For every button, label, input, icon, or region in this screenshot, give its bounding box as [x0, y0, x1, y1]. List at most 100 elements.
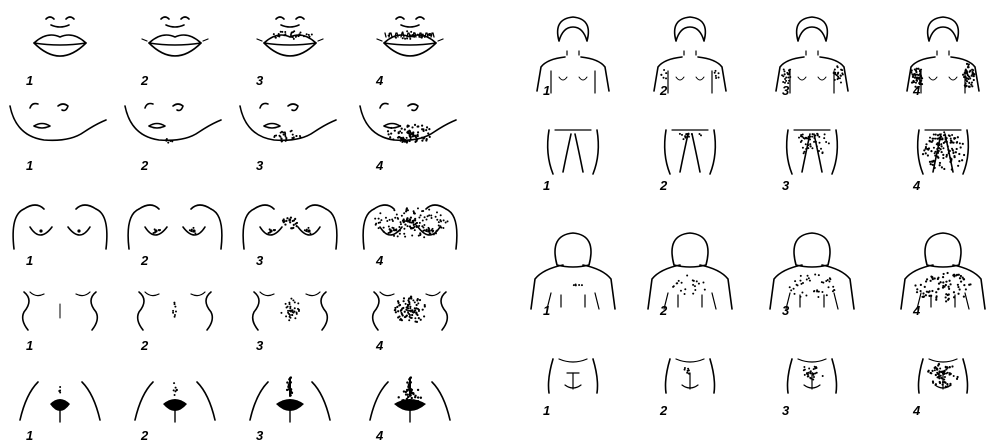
- hair-dot: [388, 232, 390, 234]
- hair-dot: [715, 70, 717, 72]
- stage-number: 3: [782, 83, 790, 98]
- hair-dot: [435, 232, 437, 234]
- hair-dot: [407, 394, 409, 396]
- hair-dot: [813, 376, 815, 378]
- hair-dot: [388, 226, 390, 228]
- hair-dot: [410, 217, 412, 219]
- hair-dot: [421, 128, 423, 130]
- hair-dot: [665, 77, 667, 79]
- stage-number: 4: [375, 253, 384, 268]
- hair-dot: [801, 291, 803, 293]
- chest-figure: [128, 205, 222, 249]
- stage-number: 1: [26, 428, 33, 443]
- hair-dot: [676, 282, 678, 284]
- hair-dot: [307, 227, 309, 229]
- hair-dot: [422, 226, 424, 228]
- chest-figure: [243, 205, 337, 249]
- hair-dot: [922, 292, 924, 294]
- hair-dot: [944, 137, 946, 139]
- hair-dot: [403, 233, 405, 235]
- hair-dot: [438, 221, 440, 223]
- chin-figure: [360, 104, 456, 144]
- lower-back-figure: [666, 359, 715, 393]
- hair-dot: [299, 135, 301, 137]
- hair-dot: [430, 214, 432, 216]
- stage-number: 2: [659, 303, 668, 318]
- hair-dot: [378, 222, 380, 224]
- hair-dot: [401, 132, 403, 134]
- hair-dot: [940, 136, 942, 138]
- hair-dot: [280, 140, 282, 142]
- hair-dot: [423, 230, 425, 232]
- hair-dot: [945, 296, 947, 298]
- hair-dot: [281, 138, 283, 140]
- hair-dot: [419, 299, 421, 301]
- hair-dot: [673, 285, 675, 287]
- hair-dot: [798, 137, 800, 139]
- hair-dot: [799, 280, 801, 282]
- hair-dot: [378, 218, 380, 220]
- hair-dot: [810, 145, 812, 147]
- hair-dot: [966, 77, 968, 79]
- hair-dot: [943, 373, 945, 375]
- hair-dot: [292, 309, 294, 311]
- hair-dot: [803, 366, 805, 368]
- hair-dot: [405, 210, 407, 212]
- hair-dot: [811, 372, 813, 374]
- hair-dot: [297, 302, 299, 304]
- hair-dot: [946, 383, 948, 385]
- stage-number: 4: [912, 178, 921, 193]
- hair-dot: [822, 282, 824, 284]
- hair-dot: [682, 138, 684, 140]
- hair-dot: [965, 288, 967, 290]
- hair-dot: [958, 153, 960, 155]
- hair-dot: [806, 373, 808, 375]
- hair-dot: [935, 383, 937, 385]
- hair-dot: [406, 137, 408, 139]
- hair-dot: [399, 125, 401, 127]
- lower-abdomen-figure: [370, 376, 450, 422]
- hair-dot: [165, 140, 167, 142]
- hair-dot: [785, 80, 787, 82]
- hair-dot: [394, 217, 396, 219]
- hair-dot: [389, 219, 391, 221]
- hair-dot: [781, 74, 783, 76]
- hair-dot: [418, 317, 420, 319]
- hair-dot: [952, 149, 954, 151]
- stage-number: 2: [659, 83, 668, 98]
- stage-number: 1: [26, 338, 33, 353]
- hair-dot: [939, 164, 941, 166]
- hair-dot: [396, 306, 398, 308]
- hair-dot: [679, 133, 681, 135]
- hair-dot: [59, 391, 61, 393]
- hair-dot: [174, 394, 176, 396]
- hair-dot: [420, 319, 422, 321]
- hair-dot: [173, 389, 175, 391]
- upper-back-figure: [531, 233, 615, 309]
- hair-dot: [803, 151, 805, 153]
- hair-dot: [692, 284, 694, 286]
- hair-dot: [412, 135, 414, 137]
- hair-dot: [936, 376, 938, 378]
- hair-dot: [963, 284, 965, 286]
- hair-dot: [403, 220, 405, 222]
- row-upper-back: 1234: [531, 233, 985, 318]
- hair-dot: [417, 302, 419, 304]
- hair-dot: [307, 231, 309, 233]
- hair-dot: [414, 301, 416, 303]
- hair-dot: [417, 396, 419, 398]
- hair-dot: [438, 224, 440, 226]
- hair-dot: [937, 277, 939, 279]
- hair-dot: [290, 298, 292, 300]
- hair-dot: [837, 78, 839, 80]
- chin-figure: [125, 104, 221, 144]
- hair-dot: [808, 367, 810, 369]
- hair-dot: [936, 295, 938, 297]
- hair-dot: [794, 293, 796, 295]
- stage-number: 2: [659, 178, 668, 193]
- hair-dot: [832, 286, 834, 288]
- hair-dot: [949, 373, 951, 375]
- hair-dot: [929, 137, 931, 139]
- hair-dot: [968, 78, 970, 80]
- hair-dot: [789, 76, 791, 78]
